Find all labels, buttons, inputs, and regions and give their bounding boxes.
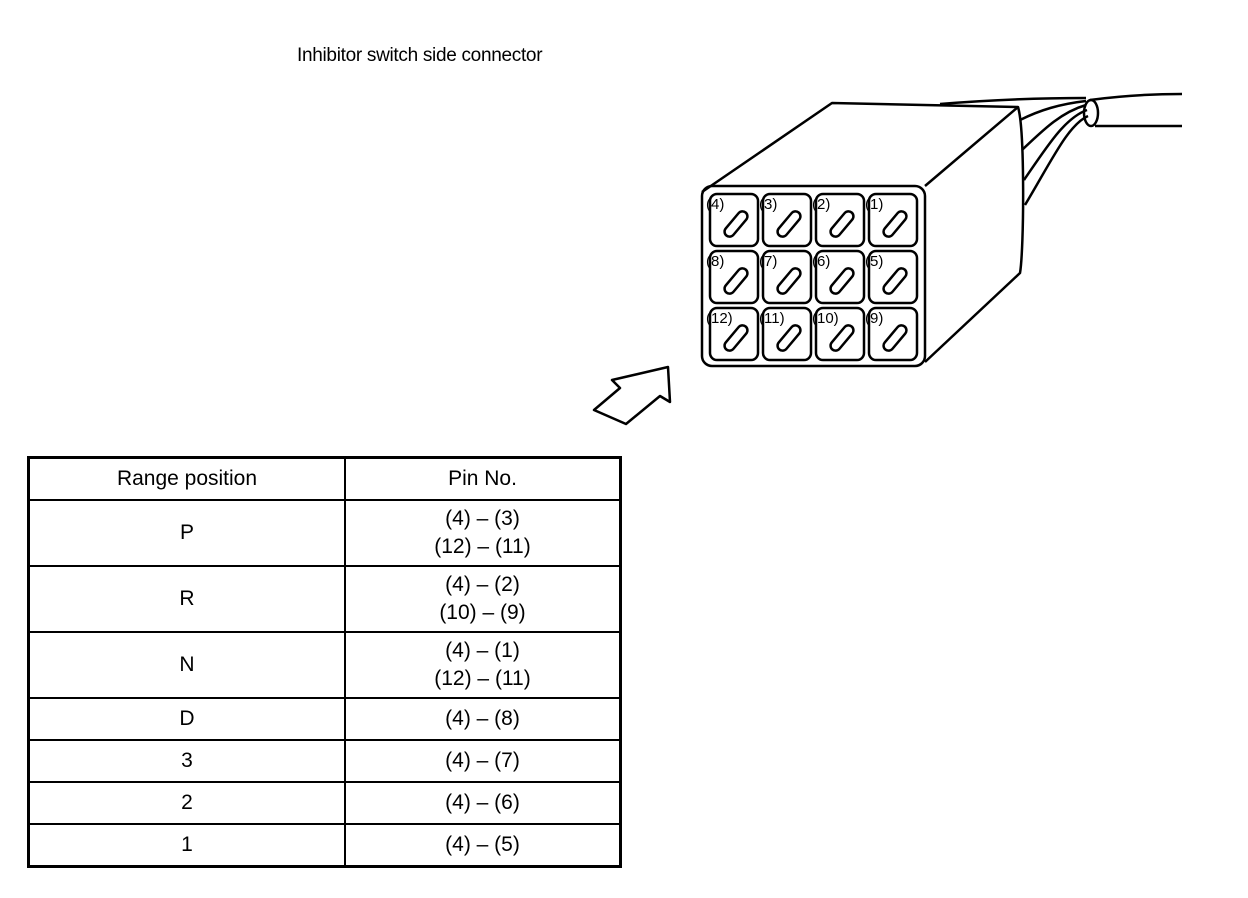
wire <box>1023 114 1089 206</box>
pin-terminal-icon <box>723 267 749 295</box>
pin-terminal-icon <box>882 267 908 295</box>
pin-label: (3) <box>759 196 777 213</box>
pin-label: (12) <box>706 310 733 327</box>
range-position-cell: D <box>27 697 346 741</box>
pin-label: (5) <box>865 253 883 270</box>
range-position-cell: 3 <box>27 739 346 783</box>
pin-label: (10) <box>812 310 839 327</box>
pin-terminal-icon <box>776 210 802 238</box>
range-position-cell: 1 <box>27 823 346 868</box>
pin-label: (4) <box>706 196 724 213</box>
pin-cavity <box>761 249 813 305</box>
pin-terminal-icon <box>882 324 908 352</box>
table-row: 3 (4) – (7) <box>27 739 622 783</box>
header-range-position: Range position <box>27 456 346 501</box>
pin-labels: (4) (3) (2) (1) (8) (7) (6) (5) (12) (11) (10) (9) <box>706 196 883 327</box>
pin-terminal-icon <box>829 324 855 352</box>
table-row: R (4) – (2) (10) – (9) <box>27 565 622 633</box>
pin-pair: (4) – (5) <box>445 833 520 856</box>
pin-pair: (4) – (8) <box>445 707 520 730</box>
pin-cavity <box>867 192 919 248</box>
pin-cavity <box>761 306 813 362</box>
table-row: 1 (4) – (5) <box>27 823 622 868</box>
pin-pair: (4) – (7) <box>445 749 520 772</box>
pin-label: (11) <box>759 310 785 327</box>
range-pin-table: Range position Pin No. P (4) – (3) (12) – … <box>27 456 622 868</box>
range-position-cell: R <box>27 565 346 633</box>
pin-pair: (12) – (11) <box>434 667 531 690</box>
table-header-row: Range position Pin No. <box>27 456 622 501</box>
wire <box>1021 103 1087 151</box>
pin-pair: (4) – (3) <box>445 507 520 530</box>
pin-number-cell: (4) – (3) (12) – (11) <box>344 499 622 567</box>
range-position-cell: P <box>27 499 346 567</box>
pin-number-cell: (4) – (2) (10) – (9) <box>344 565 622 633</box>
pin-terminal-icon <box>723 324 749 352</box>
diagram-title: Inhibitor switch side connector <box>297 45 543 66</box>
pin-cavity <box>867 306 919 362</box>
view-direction-arrow-icon <box>592 365 672 426</box>
cable-end <box>1082 98 1100 128</box>
pin-terminal-icon <box>882 210 908 238</box>
pin-grid <box>708 192 919 362</box>
connector-right-face <box>924 106 1025 363</box>
pin-cavity <box>867 249 919 305</box>
pin-label: (9) <box>865 310 883 327</box>
table-row: P (4) – (3) (12) – (11) <box>27 499 622 567</box>
pin-pair: (4) – (1) <box>445 639 520 662</box>
pin-label: (2) <box>812 196 830 213</box>
pin-number-cell: (4) – (8) <box>344 697 622 741</box>
range-position-cell: N <box>27 631 346 699</box>
pin-cavity <box>708 192 760 248</box>
pin-cavity <box>761 192 813 248</box>
pin-cavity <box>814 306 866 362</box>
table-row: 2 (4) – (6) <box>27 781 622 825</box>
table-row: N (4) – (1) (12) – (11) <box>27 631 622 699</box>
pin-number-cell: (4) – (6) <box>344 781 622 825</box>
pin-pair: (10) – (9) <box>439 601 526 624</box>
pin-pair: (12) – (11) <box>434 535 531 558</box>
pin-pair: (4) – (6) <box>445 791 520 814</box>
pin-label: (1) <box>865 196 883 213</box>
connector-front-face <box>700 184 927 368</box>
range-position-cell: 2 <box>27 781 346 825</box>
pin-cavity <box>814 192 866 248</box>
cable-outline <box>1089 92 1183 102</box>
pin-label: (7) <box>759 253 777 270</box>
connector-top-face <box>701 101 1020 194</box>
pin-label: (8) <box>706 253 724 270</box>
pin-label: (6) <box>812 253 830 270</box>
pin-cavity <box>708 306 760 362</box>
pin-terminal-icon <box>829 210 855 238</box>
pin-number-cell: (4) – (7) <box>344 739 622 783</box>
pin-pair: (4) – (2) <box>445 573 520 596</box>
pin-terminal-icon <box>776 267 802 295</box>
header-pin-no: Pin No. <box>344 456 622 501</box>
wire <box>939 96 1087 106</box>
pin-terminal-icon <box>829 267 855 295</box>
pin-number-cell: (4) – (5) <box>344 823 622 868</box>
pin-terminal-icon <box>776 324 802 352</box>
pin-number-cell: (4) – (1) (12) – (11) <box>344 631 622 699</box>
pin-terminal-icon <box>723 210 749 238</box>
wire <box>1022 108 1088 181</box>
wire <box>1019 99 1087 122</box>
table-row: D (4) – (8) <box>27 697 622 741</box>
pin-cavity <box>708 249 760 305</box>
pin-cavity <box>814 249 866 305</box>
